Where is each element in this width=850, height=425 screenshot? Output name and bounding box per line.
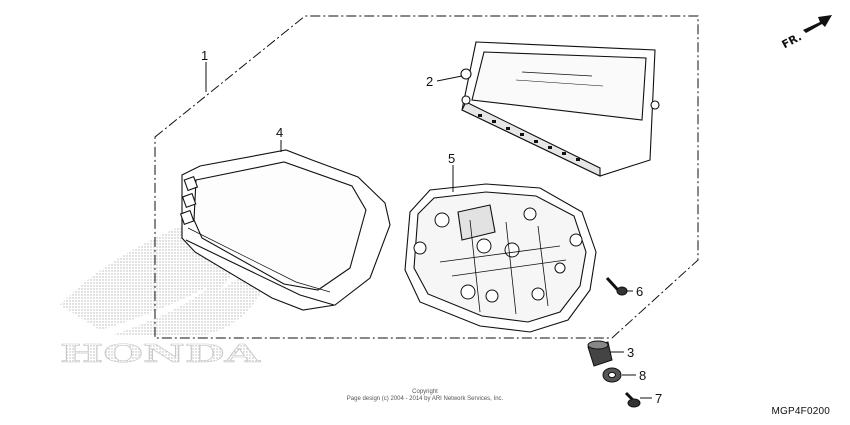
callout-6: 6 (636, 284, 643, 299)
callout-5: 5 (448, 151, 455, 166)
copyright-notice: Page design (c) 2004 - 2014 by ARI Netwo… (346, 396, 504, 402)
screw-part-6 (605, 276, 628, 296)
front-direction-indicator: FR. (780, 15, 832, 51)
callout-1: 1 (201, 48, 208, 63)
callout-numbers: 1 2 4 5 6 3 8 7 (201, 48, 662, 406)
meter-case (404, 183, 597, 333)
bolt-part-7 (624, 391, 641, 408)
copyright-label: Copyright (412, 389, 438, 395)
callout-8: 8 (639, 368, 646, 383)
callout-7: 7 (655, 391, 662, 406)
honda-watermark-text: HONDA (60, 339, 261, 368)
grommet-part-3 (587, 340, 613, 367)
callout-4: 4 (276, 125, 283, 140)
callout-2: 2 (426, 74, 433, 89)
washer-part-8 (602, 367, 622, 383)
front-label: FR. (780, 30, 804, 51)
assembly-boundary (154, 15, 699, 339)
leader-2 (436, 75, 463, 82)
meter-display (460, 41, 660, 177)
meter-cover (179, 149, 391, 311)
leader-lines (205, 62, 652, 399)
front-arrow-icon (803, 15, 832, 33)
callout-3: 3 (627, 345, 634, 360)
diagram-code: MGP4F0200 (771, 406, 830, 417)
